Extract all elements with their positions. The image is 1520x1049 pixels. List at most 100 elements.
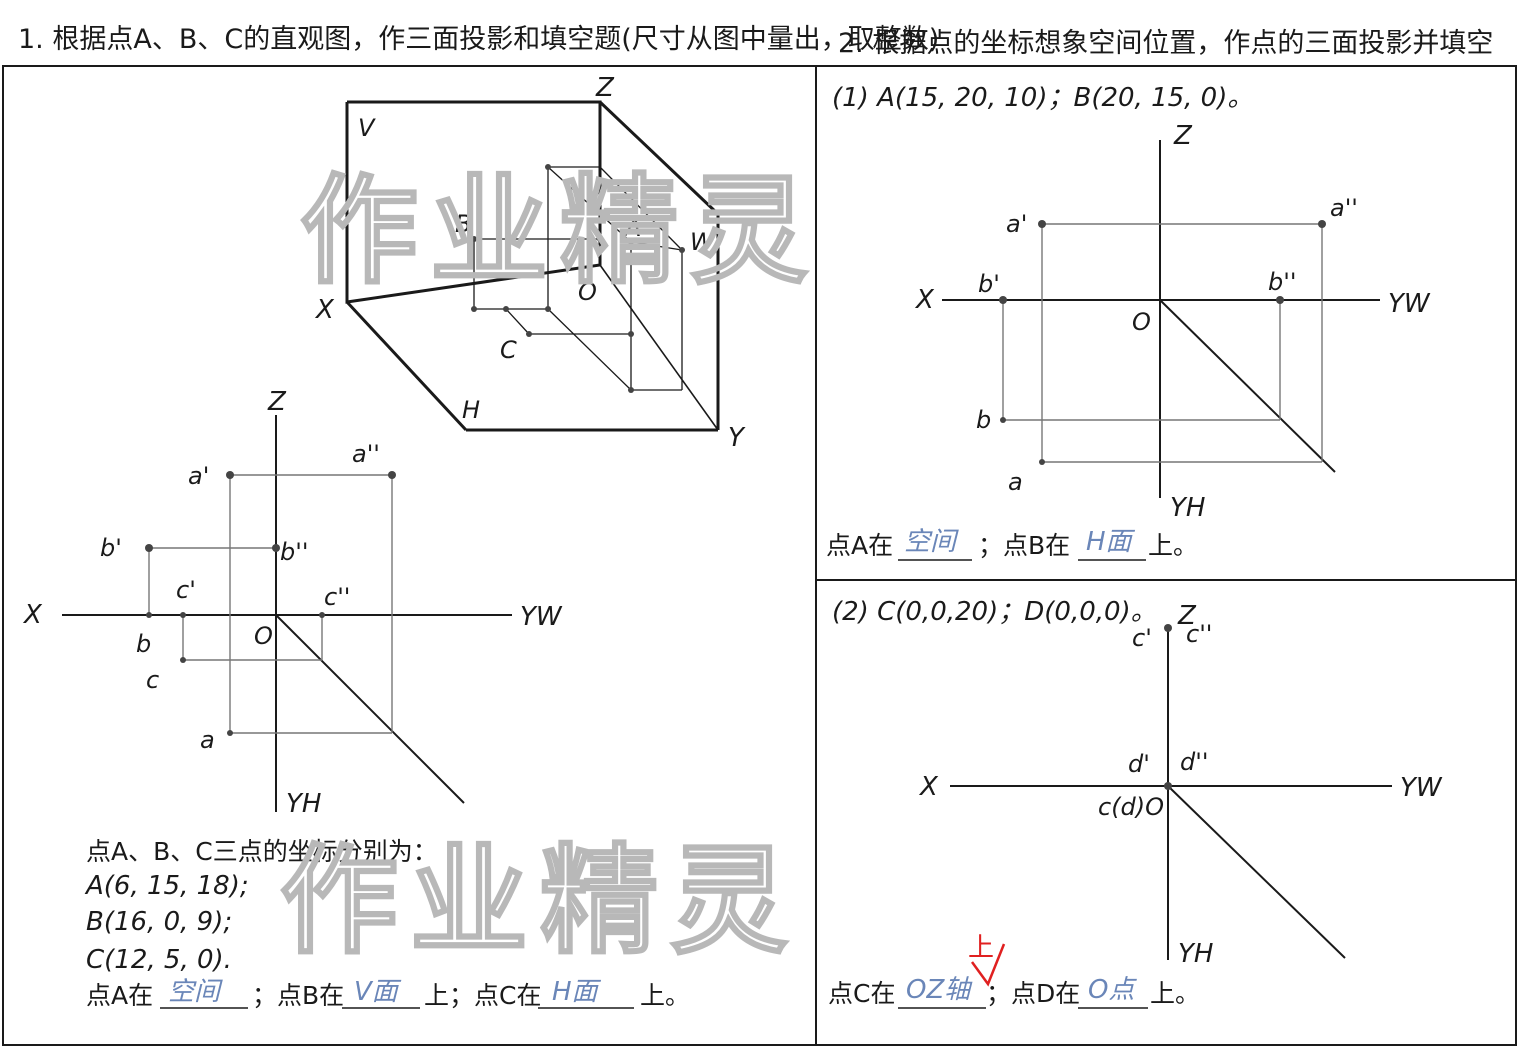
left-fill-line: 点A在 空间 ；点B在 V面 上；点C在 H面 上。	[86, 977, 690, 1010]
projection-point	[1318, 220, 1326, 228]
coords-title: 点A、B、C三点的坐标分别为：	[86, 837, 438, 866]
fill-text: 点A在	[826, 531, 893, 560]
question-1: (1) A(15, 20, 10)；B(20, 15, 0)。	[832, 83, 1253, 113]
oy-axis	[599, 264, 719, 431]
point-mark	[545, 164, 551, 170]
label-b-double-prime: b''	[1268, 268, 1296, 296]
answer-3: H面	[552, 977, 602, 1007]
h-plane-left-edge	[345, 300, 468, 432]
label-h: H	[462, 396, 480, 424]
answer-2: H面	[1086, 527, 1136, 557]
watermark: 作业精灵	[280, 832, 800, 970]
label-b: b	[136, 630, 151, 658]
construction-line	[630, 241, 683, 251]
diagonal-45	[1159, 299, 1336, 473]
projection-point	[1039, 459, 1045, 465]
label-x: X	[918, 772, 939, 802]
answer-2: O点	[1088, 975, 1137, 1005]
label-origin: c(d)O	[1098, 793, 1164, 821]
label-b: B	[455, 210, 471, 238]
construction-line	[505, 308, 530, 335]
left-title: 1. 根据点A、B、C的直观图，作三面投影和填空题(尺寸从图中量出，取整数)	[18, 24, 939, 55]
point-mark	[545, 306, 551, 312]
fill-text: 点C在	[828, 979, 895, 1008]
label-x: X	[914, 285, 935, 315]
projection-point	[145, 544, 153, 552]
label-yw: YW	[520, 602, 563, 632]
right-bottom-projection: c' Z c'' d' d'' X YW c(d)O YH	[918, 601, 1443, 969]
label-c-double-prime: c''	[1186, 620, 1212, 648]
projection-point	[1000, 417, 1006, 423]
label-z: Z	[595, 73, 615, 103]
answer-1: OZ轴	[906, 975, 973, 1005]
projection-point	[1038, 220, 1046, 228]
projection-point	[226, 471, 234, 479]
label-w: W	[690, 228, 715, 256]
label-a: a	[1008, 468, 1023, 496]
label-b-prime: b'	[100, 534, 122, 562]
point-mark	[628, 331, 634, 337]
right-title: 2. 根据点的坐标想象空间位置，作点的三面投影并填空	[838, 28, 1493, 59]
isometric-view: V Z B A W X O C H Y	[314, 73, 746, 453]
label-o: O	[1132, 308, 1151, 336]
point-mark	[628, 387, 634, 393]
label-y: Y	[728, 423, 746, 453]
fill-text: ；点B在	[978, 531, 1070, 560]
projection-point	[146, 612, 152, 618]
label-c: c	[146, 666, 159, 694]
label-v: V	[358, 114, 376, 142]
point-mark	[597, 236, 603, 242]
projection-point	[272, 544, 280, 552]
left-projection: Z a' a'' b' b'' c' c'' X YW O b c a YH	[22, 387, 563, 819]
label-a-double-prime: a''	[1330, 194, 1358, 222]
projection-point	[180, 612, 186, 618]
fill-text: 上。	[1150, 979, 1200, 1008]
label-d-double-prime: d''	[1180, 748, 1208, 776]
point-a	[628, 239, 634, 245]
coord-c: C(12, 5, 0).	[86, 945, 232, 975]
label-b: b	[976, 406, 991, 434]
label-d-prime: d'	[1128, 750, 1150, 778]
label-x: X	[314, 295, 335, 325]
fill-text: ；点D在	[986, 979, 1080, 1008]
answer-1: 空间	[904, 527, 959, 557]
label-yw: YW	[1388, 289, 1431, 319]
label-b-double-prime: b''	[280, 538, 308, 566]
point-mark	[679, 247, 685, 253]
answer-2: V面	[354, 977, 402, 1007]
projection-point	[388, 471, 396, 479]
label-o: O	[578, 278, 597, 306]
construction-line	[547, 166, 632, 243]
point-b	[471, 236, 477, 242]
label-c-prime: c'	[1132, 624, 1152, 652]
label-yw: YW	[1400, 773, 1443, 803]
construction-line	[599, 166, 683, 251]
question-2: (2) C(0,0,20)；D(0,0,0)。	[832, 597, 1157, 627]
watermark: 作业精灵	[300, 162, 820, 300]
projection-point	[1276, 296, 1284, 304]
right-bottom-fill-line: 点C在 OZ轴 ；点D在 O点 上。 上	[828, 933, 1200, 1009]
label-z: Z	[1177, 601, 1197, 631]
label-o: O	[254, 622, 273, 650]
diagonal-45	[1167, 785, 1346, 959]
label-x: X	[22, 600, 43, 630]
label-z: Z	[267, 387, 287, 417]
projection-point	[180, 657, 186, 663]
label-z: Z	[1173, 121, 1193, 151]
red-correction-mark: 上	[968, 933, 994, 963]
fill-text: 上；点C在	[424, 981, 541, 1010]
label-a: A	[623, 214, 641, 242]
answer-1: 空间	[168, 977, 223, 1007]
projection-point	[999, 296, 1007, 304]
diagonal-45	[275, 614, 465, 804]
projection-point	[227, 730, 233, 736]
projection-point	[319, 612, 325, 618]
label-yh: YH	[1170, 493, 1205, 523]
coord-a: A(6, 15, 18);	[84, 871, 249, 901]
construction-line	[547, 308, 632, 391]
label-c: C	[500, 336, 517, 364]
point-c	[526, 331, 532, 337]
page-frame	[2, 65, 1517, 1046]
label-a-prime: a'	[1006, 210, 1027, 238]
